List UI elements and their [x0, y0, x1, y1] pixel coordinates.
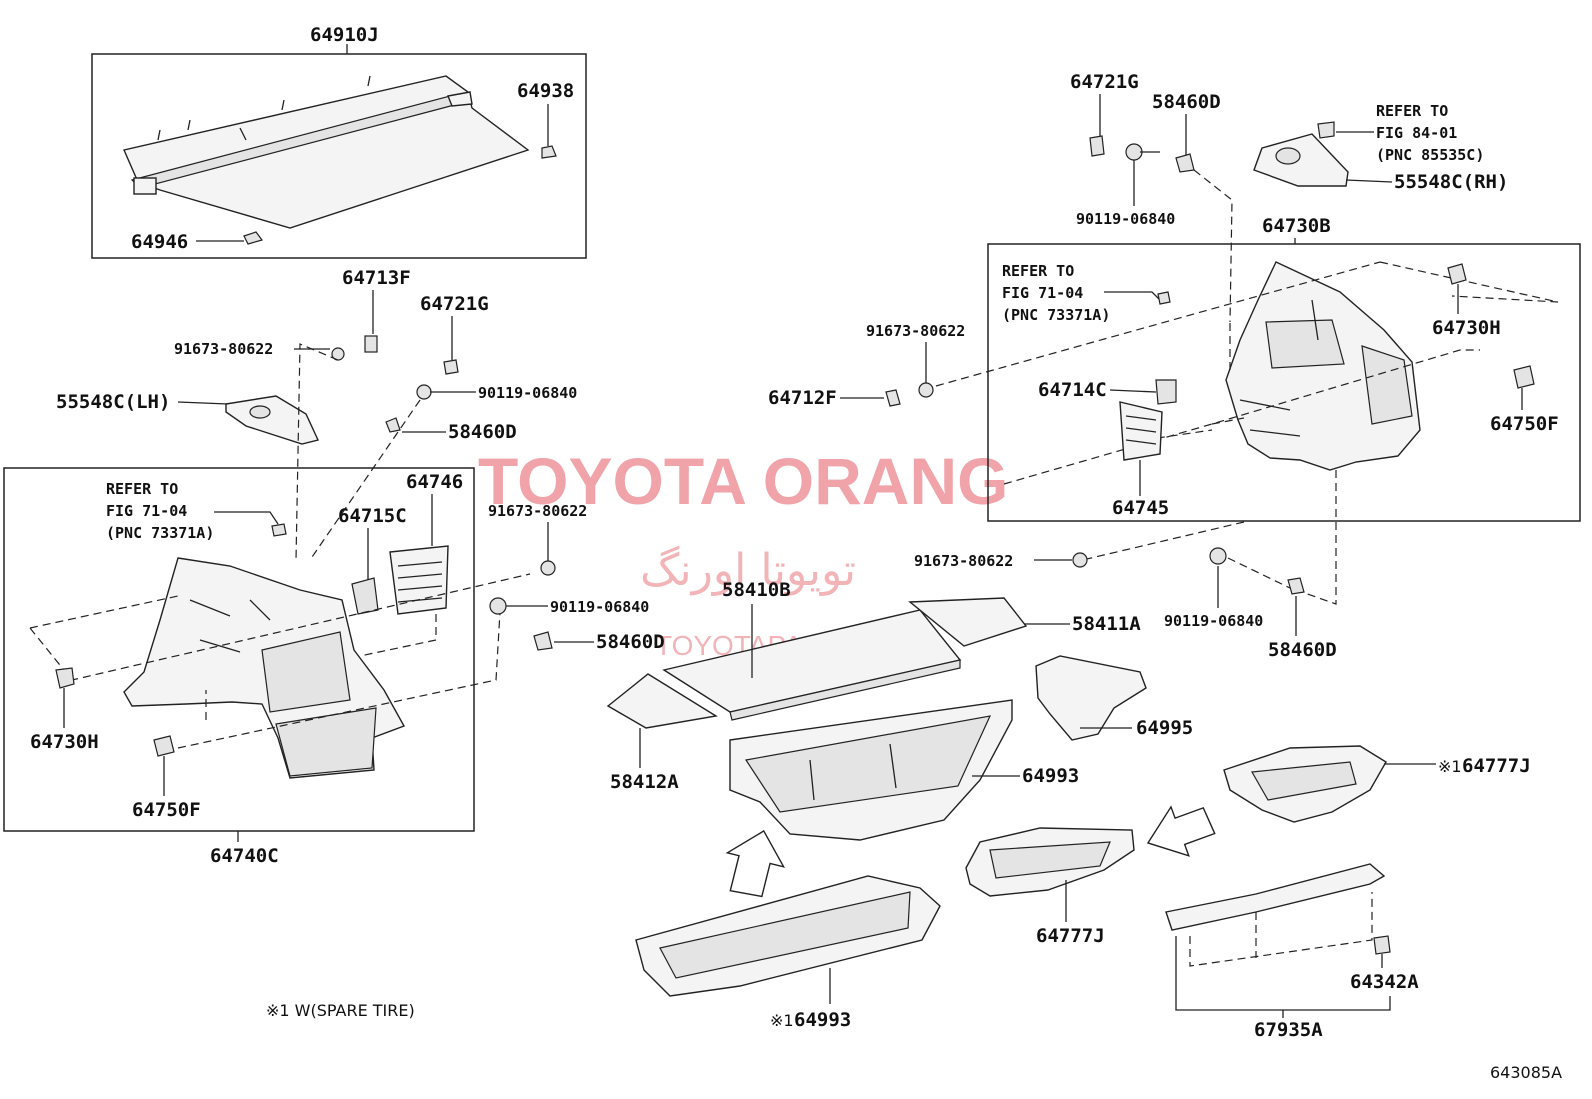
label-64777J-spare: 64777J [1462, 755, 1531, 777]
label-90119-06840-right-2: 90119-06840 [1164, 612, 1263, 630]
label-58460D-left-2: 58460D [596, 631, 665, 653]
label-64730H-left: 64730H [30, 731, 99, 753]
marker-star1-a: ※1 [1438, 757, 1462, 776]
clip-64712F [885, 389, 901, 407]
refer-left-line3: (PNC 73371A) [106, 524, 214, 542]
label-64777J: 64777J [1036, 925, 1105, 947]
footnote-spare-tire: ※1 W(SPARE TIRE) [266, 1001, 415, 1020]
label-64995: 64995 [1136, 717, 1193, 739]
sill-plate-67935A [1165, 863, 1386, 931]
clip-64730H-right [1447, 263, 1467, 285]
clip-64721G-right [1089, 135, 1105, 157]
watermark-title: TOYOTA ORANG [478, 444, 1008, 518]
label-58411A: 58411A [1072, 613, 1141, 635]
label-55548C-RH: 55548C(RH) [1394, 171, 1508, 193]
label-64342A: 64342A [1350, 971, 1419, 993]
clip-64713F [364, 335, 378, 353]
clip-64342A [1373, 935, 1391, 955]
label-91673-80622-right-1: 91673-80622 [866, 322, 965, 340]
label-64721G-right: 64721G [1070, 71, 1139, 93]
screw-90119-left-2 [489, 597, 507, 615]
deck-board-58411A [908, 597, 1028, 647]
label-64946: 64946 [131, 231, 188, 253]
label-64993: 64993 [1022, 765, 1079, 787]
bracket-64714C [1155, 379, 1177, 405]
label-64712F: 64712F [768, 387, 837, 409]
clip-64750F-right [1513, 365, 1535, 389]
label-64746: 64746 [406, 471, 463, 493]
label-64750F-right: 64750F [1490, 413, 1559, 435]
label-58412A: 58412A [610, 771, 679, 793]
duct-64746 [389, 545, 449, 615]
label-58460D-right-2: 58460D [1268, 639, 1337, 661]
clip-64721G-left [443, 359, 459, 375]
label-91673-80622-right-2: 91673-80622 [914, 552, 1013, 570]
refer-left-line1: REFER TO [106, 480, 178, 498]
label-64714C: 64714C [1038, 379, 1107, 401]
arrow-up-icon [725, 829, 786, 898]
group-box-tonneau-cover [91, 53, 587, 259]
clip-64730H-left [55, 667, 75, 689]
label-64730B: 64730B [1262, 215, 1331, 237]
label-67935A: 67935A [1254, 1019, 1323, 1041]
clip-64750F-left [153, 735, 175, 757]
refer-topright-line2: FIG 84-01 [1376, 124, 1457, 142]
label-90119-06840-left-1: 90119-06840 [478, 384, 577, 402]
tonneau-cover-part [123, 75, 557, 245]
bolt-91673-right-1 [918, 382, 934, 398]
watermark-persian: تویوتا اورنگ [640, 545, 856, 596]
screw-90119-left-1 [416, 384, 432, 400]
bolt-91673-left-2 [540, 560, 556, 576]
label-58460D-right-1: 58460D [1152, 91, 1221, 113]
label-64993-spare: 64993 [794, 1009, 851, 1031]
duct-64745 [1119, 401, 1163, 461]
nut-58460D-right-1 [1175, 153, 1195, 173]
trim-55548C-RH [1253, 133, 1349, 187]
marker-star1-b: ※1 [770, 1011, 794, 1030]
tray-64995 [1035, 655, 1147, 741]
refer-topright-line1: REFER TO [1376, 102, 1448, 120]
label-64713F: 64713F [342, 267, 411, 289]
refer-left-line2: FIG 71-04 [106, 502, 187, 520]
screw-90119-right-2 [1209, 547, 1227, 565]
label-91673-80622-left-2: 91673-80622 [488, 502, 587, 520]
refer-right-line3: (PNC 73371A) [1002, 306, 1110, 324]
label-64910J: 64910J [310, 24, 379, 46]
watermark: TOYOTA ORANG تویوتا اورنگ TOYOTAPART.IR [478, 444, 1008, 661]
nut-58460D-right-2 [1287, 577, 1305, 595]
label-64745: 64745 [1112, 497, 1169, 519]
refer-right-line1: REFER TO [1002, 262, 1074, 280]
label-58410B: 58410B [722, 579, 791, 601]
arrow-left-icon [1146, 805, 1216, 857]
label-64750F-left: 64750F [132, 799, 201, 821]
label-91673-80622-left-1: 91673-80622 [174, 340, 273, 358]
bolt-91673-right-2 [1072, 552, 1088, 568]
label-90119-06840-left-2: 90119-06840 [550, 598, 649, 616]
group-box-left-trim [3, 467, 475, 832]
label-64740C: 64740C [210, 845, 279, 867]
screw-90119-right-1 [1125, 143, 1143, 161]
deck-board-58412A [606, 673, 718, 729]
trim-55548C-LH [225, 395, 319, 445]
nut-58460D-left-2 [533, 631, 553, 651]
refer-right-line2: FIG 71-04 [1002, 284, 1083, 302]
label-64721G-left: 64721G [420, 293, 489, 315]
bracket-64715C [351, 577, 379, 615]
label-64730H-right: 64730H [1432, 317, 1501, 339]
label-64938: 64938 [517, 80, 574, 102]
refer-topright-line3: (PNC 85535C) [1376, 146, 1484, 164]
label-58460D-left-1: 58460D [448, 421, 517, 443]
label-90119-06840-right-1: 90119-06840 [1076, 210, 1175, 228]
nut-58460D-left-1 [385, 417, 401, 433]
group-box-right-trim [987, 243, 1581, 522]
label-64715C: 64715C [338, 505, 407, 527]
figure-id: 643085A [1490, 1063, 1562, 1082]
label-55548C-LH: 55548C(LH) [56, 391, 170, 413]
